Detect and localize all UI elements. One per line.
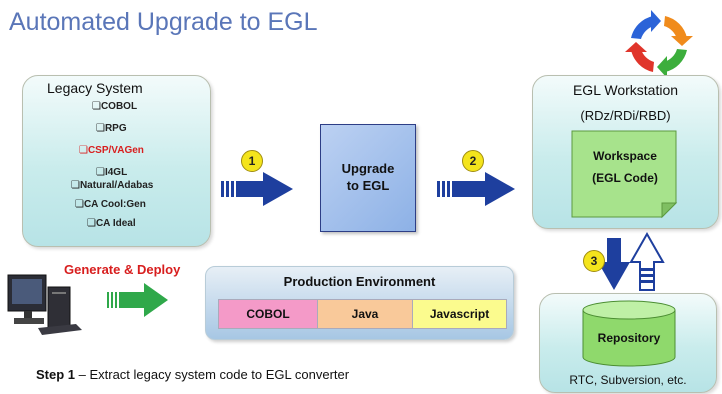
egl-workstation-subtitle: (RDz/RDi/RBD) xyxy=(580,108,671,123)
repository-subtitle: RTC, Subversion, etc. xyxy=(569,373,687,387)
legacy-system-box xyxy=(22,75,211,247)
workspace-line1: Workspace xyxy=(593,149,657,163)
production-environment-title: Production Environment xyxy=(283,274,436,289)
arrow-step1-icon xyxy=(221,172,293,206)
egl-workstation-title: EGL Workstation xyxy=(572,82,679,98)
upgrade-line1: Upgrade xyxy=(341,161,395,176)
workspace-label: Workspace (EGL Code) xyxy=(574,145,676,189)
step-caption: Step 1 – Extract legacy system code to E… xyxy=(36,367,349,382)
legacy-system-title: Legacy System xyxy=(47,80,143,96)
lang-java: Java xyxy=(317,299,413,329)
workspace-line2: (EGL Code) xyxy=(592,171,658,185)
legacy-item-natural-adabas: ❏Natural/Adabas xyxy=(71,180,154,191)
arrow-up-icon xyxy=(629,231,665,291)
repository-box xyxy=(539,293,717,393)
step-badge-2: 2 xyxy=(462,150,484,172)
step-badge-3: 3 xyxy=(583,250,605,272)
deploy-arrow-icon xyxy=(107,283,168,317)
legacy-item-i4gl: ❏I4GL xyxy=(96,167,128,178)
step-caption-bold: Step 1 xyxy=(36,367,76,382)
upgrade-box xyxy=(320,124,416,232)
upgrade-label: Upgrade to EGL xyxy=(320,160,416,194)
legacy-item-ca-ideal: ❏CA Ideal xyxy=(87,218,136,229)
generate-deploy-label: Generate & Deploy xyxy=(64,262,181,277)
legacy-item-rpg: ❏RPG xyxy=(96,123,127,134)
arrow-step2-icon xyxy=(437,172,515,206)
legacy-item-ca-coolgen: ❏CA Cool:Gen xyxy=(75,199,146,210)
lang-javascript: Javascript xyxy=(412,299,507,329)
step-caption-text: – Extract legacy system code to EGL conv… xyxy=(75,367,350,382)
repository-label: Repository xyxy=(597,331,661,345)
step-badge-1: 1 xyxy=(241,150,263,172)
computer-icon xyxy=(7,274,82,335)
upgrade-line2: to EGL xyxy=(346,178,390,193)
page-title: Automated Upgrade to EGL xyxy=(9,8,318,36)
legacy-item-cobol: ❏COBOL xyxy=(92,101,138,112)
lang-cobol: COBOL xyxy=(218,299,318,329)
legacy-item-csp-vagen: ❏CSP/VAGen xyxy=(79,145,144,156)
